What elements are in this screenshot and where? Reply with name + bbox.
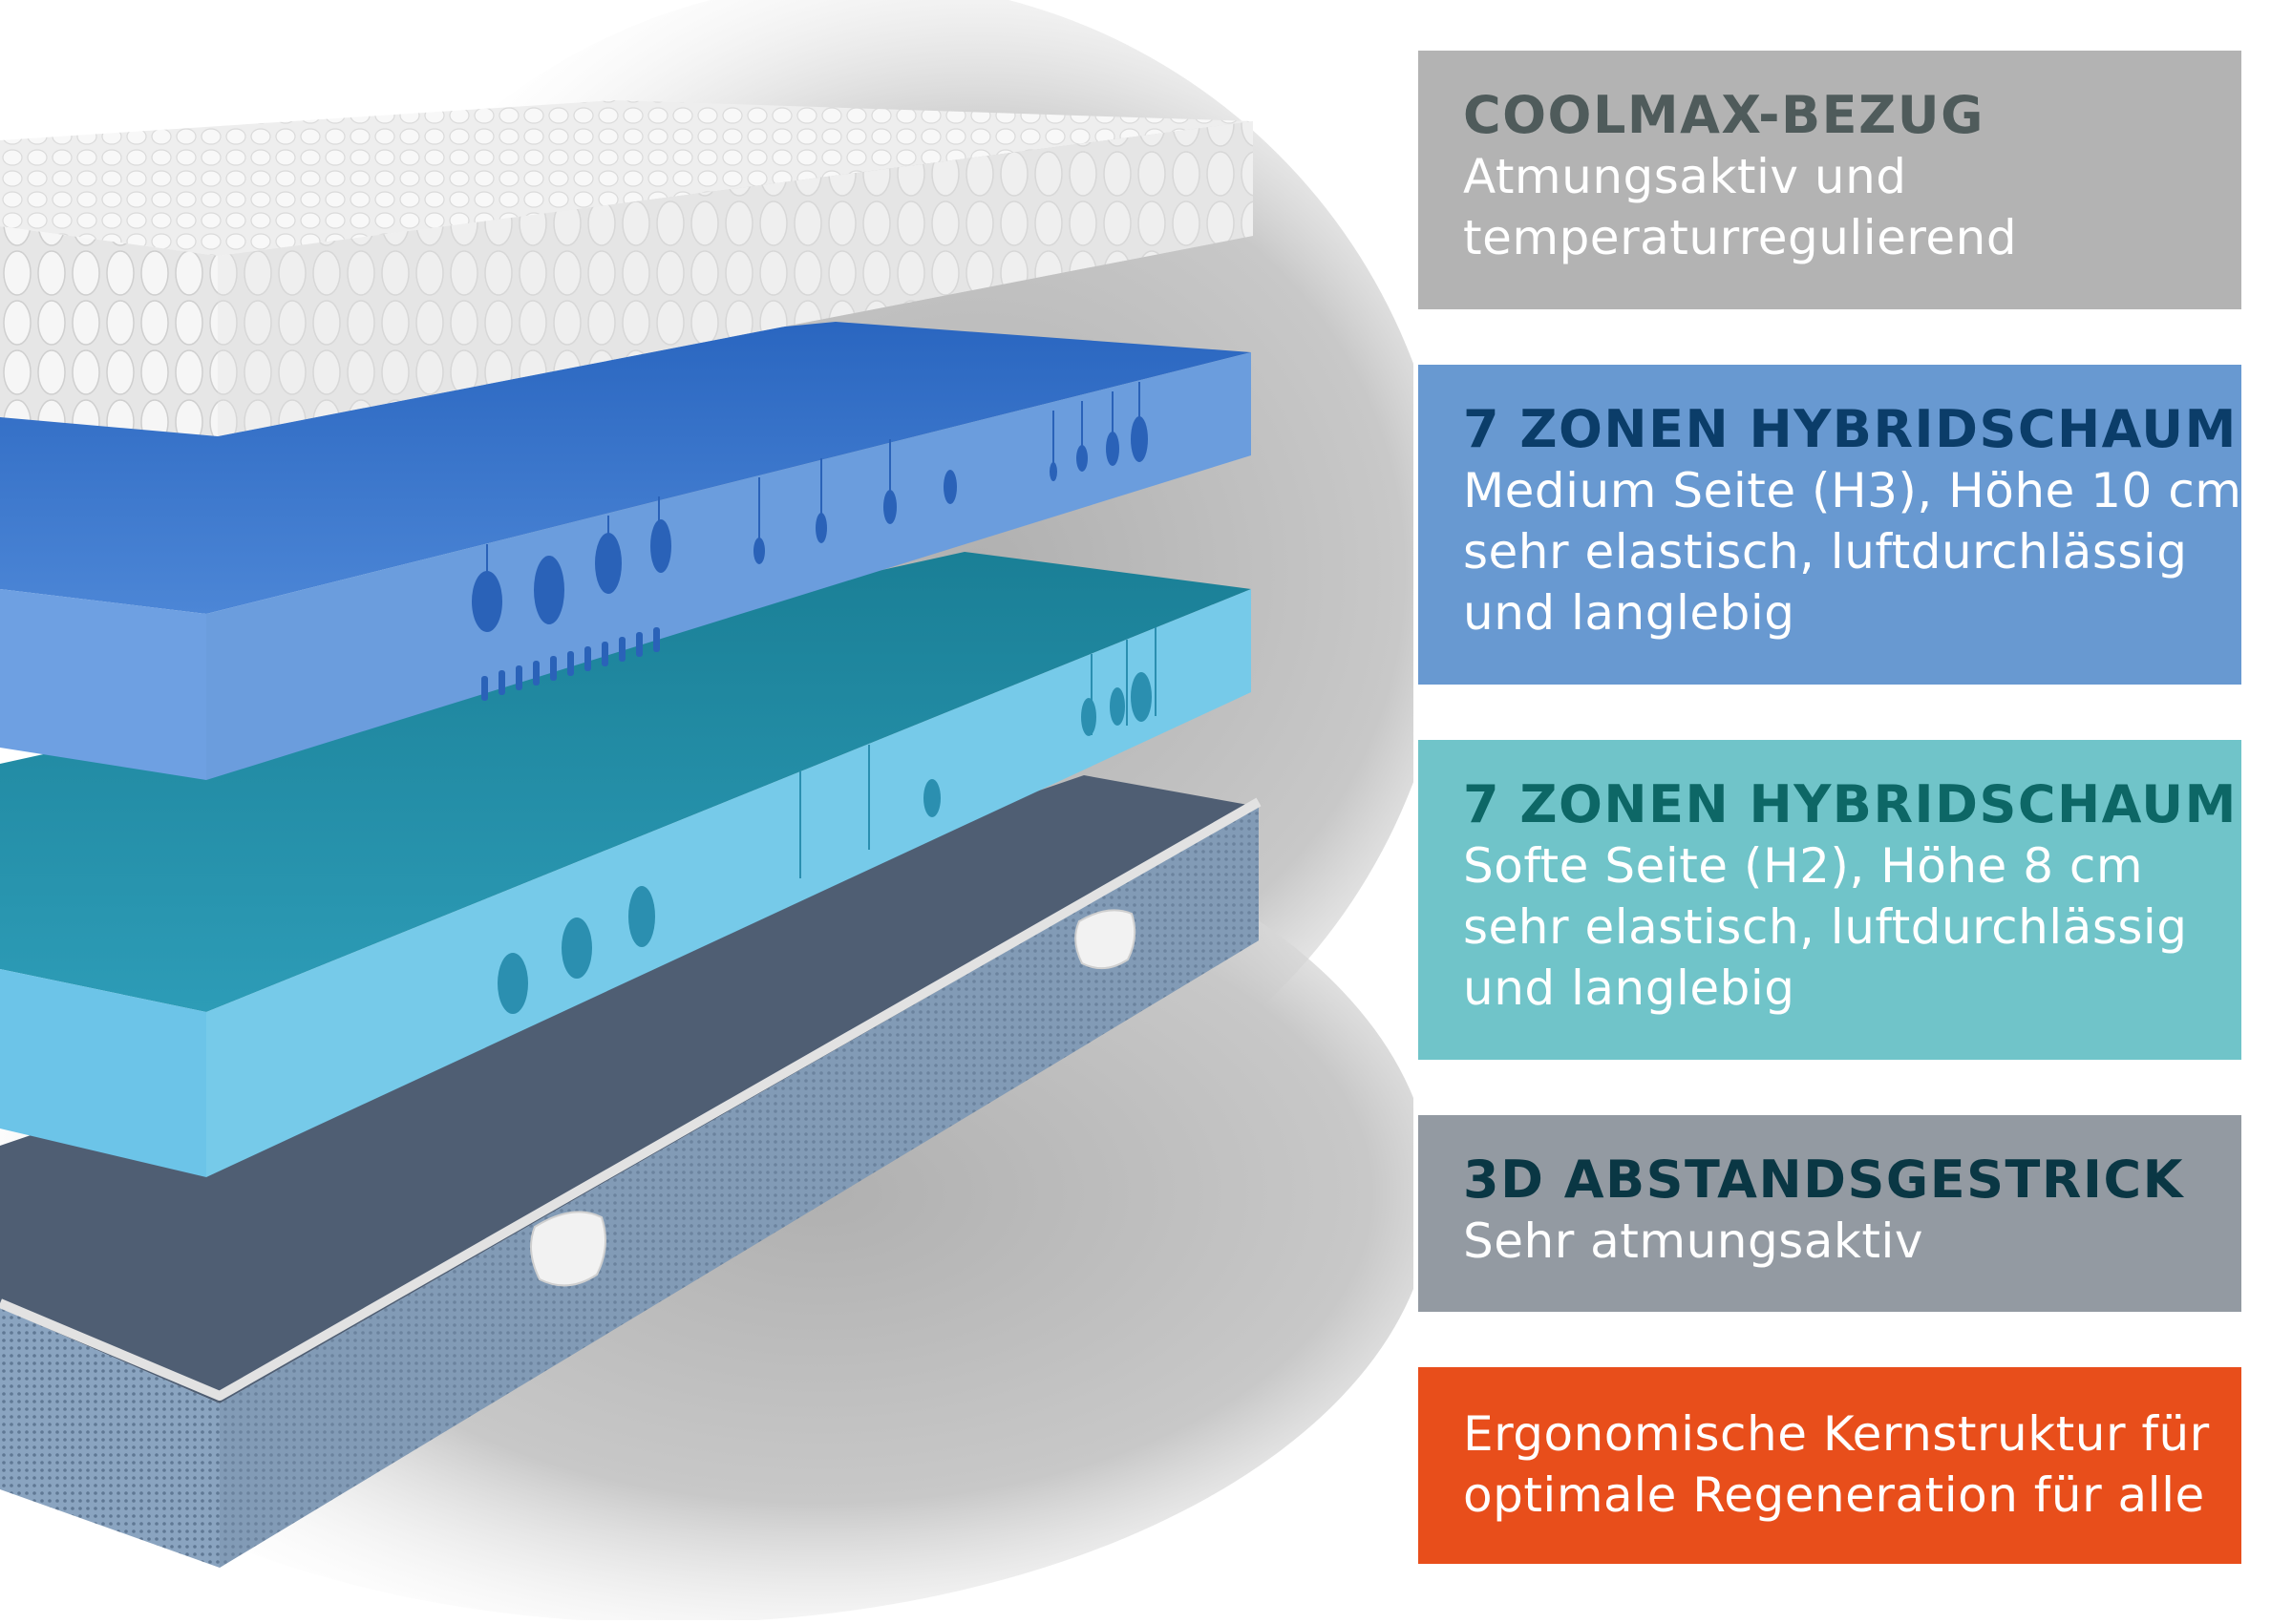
feature-description: Medium Seite (H3), Höhe 10 cm sehr elast… [1463, 460, 2242, 643]
handle-icon [1074, 909, 1136, 970]
layer-base [0, 775, 1262, 1568]
feature-box-hybrid-foam-medium: 7 ZONEN HYBRIDSCHAUM Medium Seite (H3), … [1418, 365, 2241, 685]
mattress-svg [0, 0, 1452, 1623]
feature-line: Medium Seite (H3), Höhe 10 cm [1463, 463, 2242, 518]
feature-line: und langlebig [1463, 960, 1795, 1016]
feature-title: 7 ZONEN HYBRIDSCHAUM [1463, 774, 2238, 834]
handle-icon [530, 1211, 606, 1287]
feature-box-coolmax-cover: COOLMAX-BEZUG Atmungsaktiv und temperatu… [1418, 51, 2241, 309]
feature-description: Sehr atmungsaktiv [1463, 1211, 2222, 1272]
feature-box-ergonomic-core: Ergonomische Kernstruktur für optimale R… [1418, 1367, 2241, 1564]
feature-line: Softe Seite (H2), Höhe 8 cm [1463, 838, 2144, 894]
feature-line: sehr elastisch, luftdurchlässig [1463, 899, 2188, 955]
feature-line: optimale Regeneration für alle [1463, 1467, 2205, 1523]
feature-line: Atmungsaktiv und [1463, 149, 1907, 204]
feature-box-spacer-fabric: 3D ABSTANDSGESTRICK Sehr atmungsaktiv [1418, 1115, 2241, 1312]
feature-panel: COOLMAX-BEZUG Atmungsaktiv und temperatu… [1418, 0, 2241, 1620]
feature-line: temperaturregulierend [1463, 210, 2018, 265]
feature-description: Softe Seite (H2), Höhe 8 cm sehr elastis… [1463, 835, 2222, 1019]
feature-line: Ergonomische Kernstruktur für [1463, 1406, 2210, 1462]
feature-line: sehr elastisch, luftdurchlässig [1463, 524, 2188, 580]
air-channels [498, 672, 1152, 1014]
feature-title: 7 ZONEN HYBRIDSCHAUM [1463, 399, 2238, 459]
feature-description: Ergonomische Kernstruktur für optimale R… [1463, 1403, 2222, 1526]
feature-title: 3D ABSTANDSGESTRICK [1463, 1149, 2184, 1210]
layer-foam-h2 [0, 552, 1251, 1177]
feature-line: Sehr atmungsaktiv [1463, 1213, 1923, 1269]
feature-title: COOLMAX-BEZUG [1463, 85, 1984, 145]
feature-description: Atmungsaktiv und temperaturregulierend [1463, 146, 2222, 268]
feature-box-hybrid-foam-soft: 7 ZONEN HYBRIDSCHAUM Softe Seite (H2), H… [1418, 740, 2241, 1060]
layer-cover [0, 100, 1253, 436]
air-channels [472, 416, 1148, 632]
feature-line: und langlebig [1463, 585, 1795, 641]
comb-cuts [481, 627, 660, 701]
mattress-layers-illustration [0, 0, 1452, 1623]
